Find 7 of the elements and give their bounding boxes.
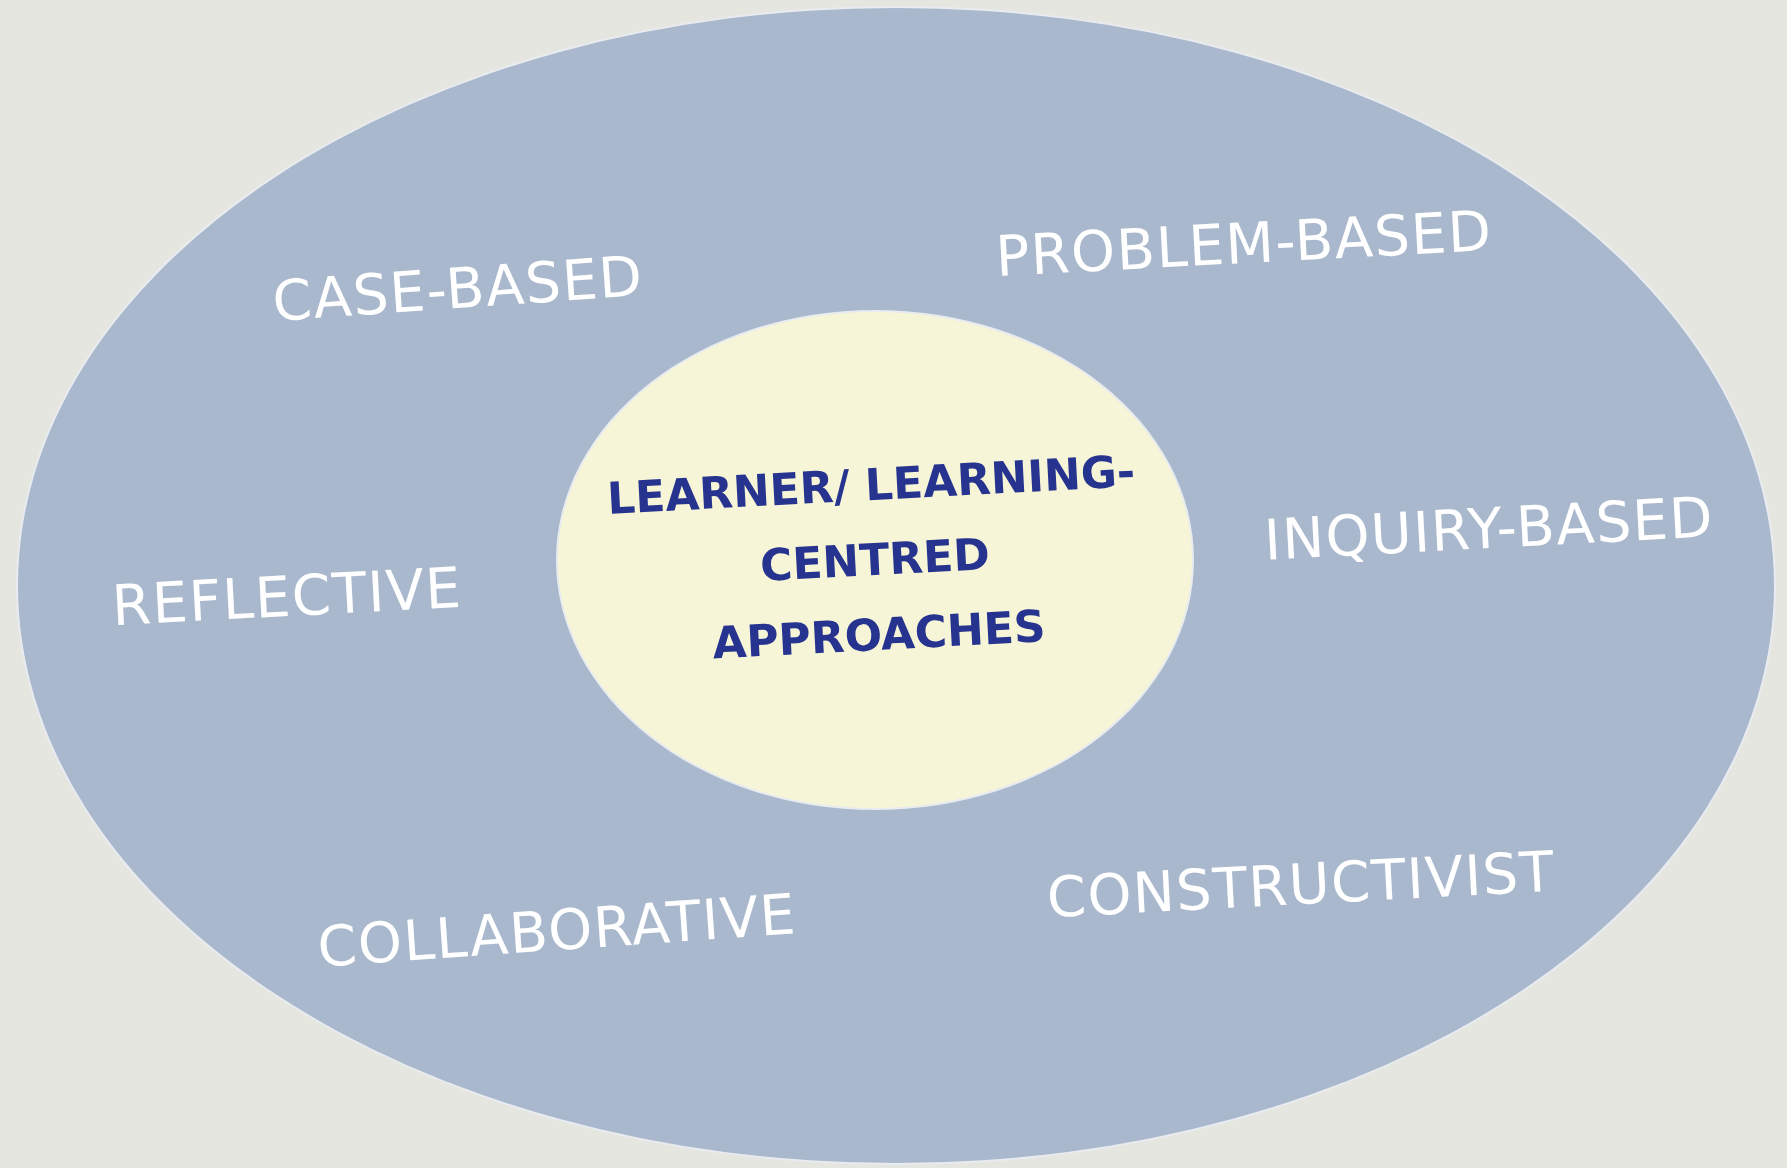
approach-label: PROBLEM-BASED: [994, 203, 1494, 285]
approach-label: INQUIRY-BASED: [1262, 489, 1716, 569]
approach-label: CASE-BASED: [270, 248, 646, 330]
approach-label: COLLABORATIVE: [315, 886, 799, 976]
center-label: LEARNER/ LEARNING-CENTRED APPROACHES: [604, 444, 1138, 670]
approach-label: REFLECTIVE: [110, 559, 464, 635]
approach-label: CONSTRUCTIVIST: [1045, 843, 1557, 927]
